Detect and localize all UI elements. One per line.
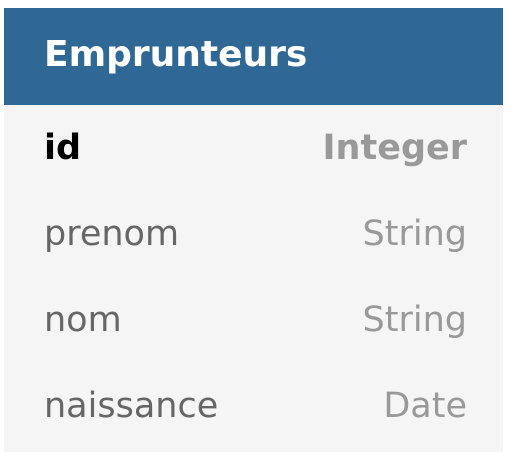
field-type: String (362, 300, 467, 340)
field-type: Date (383, 386, 467, 426)
field-row-prenom: prenom String (4, 191, 503, 277)
field-name: id (44, 128, 82, 168)
field-row-nom: nom String (4, 277, 503, 363)
field-name: nom (44, 300, 122, 340)
entity-emprunteurs: Emprunteurs id Integer prenom String nom… (4, 8, 503, 452)
field-row-id: id Integer (4, 105, 503, 191)
entity-title: Emprunteurs (44, 34, 308, 75)
field-name: prenom (44, 214, 180, 254)
field-type: String (362, 214, 467, 254)
field-type: Integer (322, 128, 467, 168)
field-name: naissance (44, 386, 219, 426)
field-row-naissance: naissance Date (4, 363, 503, 449)
entity-header: Emprunteurs (4, 8, 503, 105)
